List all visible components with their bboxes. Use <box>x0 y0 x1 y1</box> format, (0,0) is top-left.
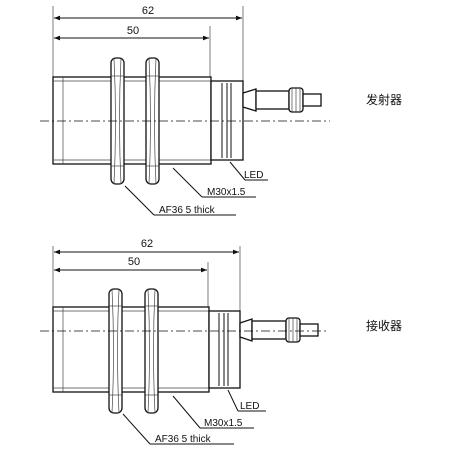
dim-total-label: 62 <box>141 238 153 250</box>
threaded-body <box>52 306 210 393</box>
callout-led: LED <box>244 170 263 181</box>
receiver-drawing: 62 50 LED M30x1.5 <box>40 238 402 445</box>
cable-gland <box>242 88 257 112</box>
cable <box>302 93 322 107</box>
callout-nut: AF36 5 thick <box>159 205 216 216</box>
cable <box>299 323 319 337</box>
threaded-body <box>52 76 212 165</box>
dim-total-label: 62 <box>142 5 154 17</box>
callout-led: LED <box>240 401 259 412</box>
receiver-label: 接收器 <box>366 318 402 333</box>
callout-thread: M30x1.5 <box>204 418 243 429</box>
nut-2 <box>144 288 159 414</box>
callout-nut: AF36 5 thick <box>155 434 212 445</box>
dim-thread-label: 50 <box>127 25 139 37</box>
dim-thread-label: 50 <box>128 256 140 268</box>
cable-gland <box>239 318 253 342</box>
emitter-label: 发射器 <box>366 92 402 107</box>
nut-1 <box>108 288 123 414</box>
callout-thread: M30x1.5 <box>207 187 246 198</box>
emitter-drawing: 62 50 <box>40 5 402 216</box>
